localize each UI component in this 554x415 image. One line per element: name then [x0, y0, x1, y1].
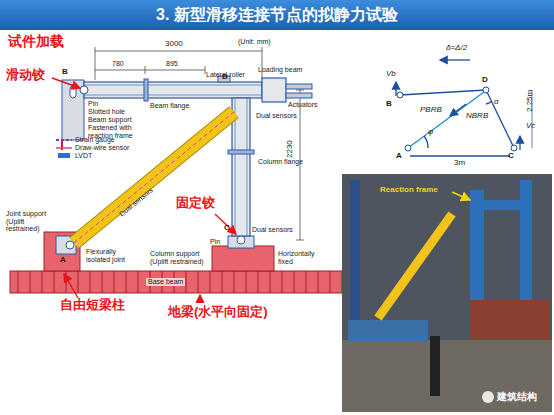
part-label: Flexurally isolated joint [86, 248, 142, 263]
part-label: Beam support [88, 116, 132, 124]
part-label: 地梁(水平向固定) [168, 305, 268, 319]
part-label: Vc [526, 122, 535, 131]
part-label: Vb [386, 70, 396, 79]
part-label: A [60, 256, 66, 265]
legend-text: LVDT [75, 152, 92, 160]
part-label: A [396, 152, 402, 161]
part-label: 780 [112, 60, 124, 68]
part-label: NBRB [466, 112, 488, 121]
part-label: D [222, 73, 228, 82]
slide-title: 3. 新型滑移连接节点的拟静力试验 [0, 0, 554, 30]
part-label: α [494, 98, 499, 107]
part-label: 固定铰 [176, 196, 215, 210]
part-label: Dual sensors [252, 226, 293, 234]
part-label: Loading beam [258, 66, 302, 74]
part-label: Actuators [288, 101, 318, 109]
part-label: Joint support (Uplift restrained) [6, 210, 58, 233]
part-label: 2.25m [526, 90, 535, 112]
part-label: C [224, 224, 230, 233]
part-label: (Unit: mm) [238, 38, 271, 46]
part-label: Horizontally fixed [278, 250, 326, 265]
part-label: C [508, 152, 514, 161]
part-label: 3000 [165, 40, 183, 49]
part-label: 建筑结构 [497, 391, 537, 402]
part-label: B [386, 100, 392, 109]
legend-text: Strain gauge [75, 136, 115, 144]
part-label: Slotted hole [88, 108, 125, 116]
part-label: Dual sensors [256, 112, 297, 120]
legend-text: Draw-wire sensor [75, 144, 129, 152]
part-label: D [482, 76, 488, 85]
part-label: Beam flange [150, 102, 189, 110]
part-label: 试件加载 [8, 34, 64, 49]
part-label: Column flange [258, 158, 303, 166]
part-label: φ [428, 128, 433, 137]
part-label: 3m [454, 159, 465, 168]
part-label: δ=Δ/2 [446, 44, 467, 53]
part-label: 滑动铰 [6, 68, 45, 82]
part-label: Column support (Uplift restrained) [150, 250, 210, 265]
part-label: 2230 [286, 140, 295, 158]
part-label: Reaction frame [380, 186, 438, 195]
part-label: PBRB [420, 106, 442, 115]
part-label: Pin [210, 238, 220, 246]
part-label: 895 [166, 60, 178, 68]
part-label: Pin [88, 100, 98, 108]
part-label: 自由短梁柱 [60, 298, 125, 312]
part-label: Base beam [146, 278, 185, 286]
part-label: B [62, 68, 68, 77]
